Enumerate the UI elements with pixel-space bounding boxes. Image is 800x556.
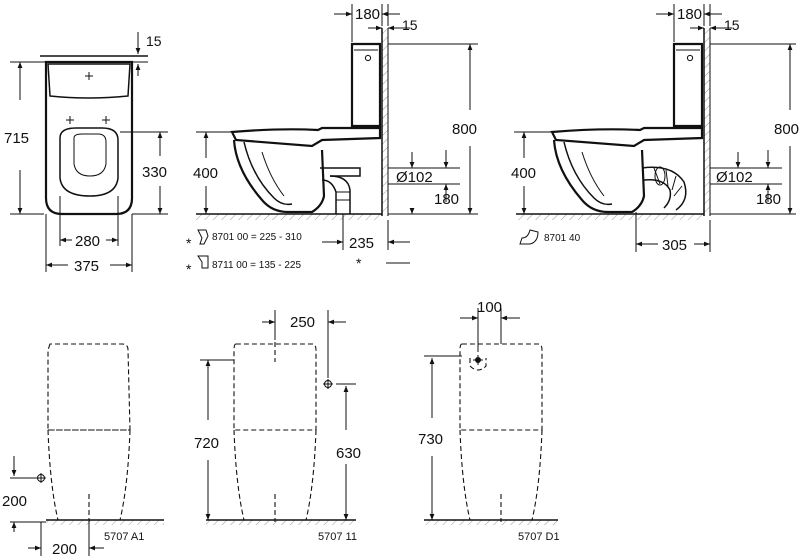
side-a-note-2: 8711 00 = 135 - 225 xyxy=(212,260,301,271)
side-view-b: 180 15 800 400 Ø102 180 305 8701 40 xyxy=(511,4,799,254)
fixing-point-icon xyxy=(66,72,110,124)
d1-body-height-label: 730 xyxy=(418,431,443,448)
back-view-a1: 200 200 5707 A1 xyxy=(2,343,164,556)
side-b-wall-gap-label: 15 xyxy=(724,17,740,33)
top-depth-label: 715 xyxy=(4,130,29,147)
top-view: 15 715 330 280 xyxy=(4,32,168,275)
top-clearance-label: 15 xyxy=(146,33,162,49)
side-a-outlet-distance-label: 235 xyxy=(349,235,374,252)
top-overall-width-label: 375 xyxy=(74,258,99,275)
side-a-wall-gap-label: 15 xyxy=(402,17,418,33)
side-view-a: 180 15 800 400 Ø102 180 235 * xyxy=(186,4,478,277)
top-seat-offset-label: 330 xyxy=(142,164,167,181)
pipe-bend-icon xyxy=(519,229,539,245)
side-b-pipe-height-label: 180 xyxy=(756,191,781,208)
b11-top-width-label: 250 xyxy=(290,314,315,331)
a1-inlet-offset-label: 200 xyxy=(52,541,77,556)
side-a-seat-height-label: 400 xyxy=(193,165,218,182)
pipe-adapter-icon xyxy=(197,229,209,269)
side-b-seat-height-label: 400 xyxy=(511,165,536,182)
d1-product-code: 5707 D1 xyxy=(518,531,560,543)
side-a-cistern-depth-label: 180 xyxy=(355,6,380,23)
side-a-total-height-label: 800 xyxy=(452,121,477,138)
b11-body-height-label: 720 xyxy=(194,435,219,452)
side-b-pipe-diameter-label: Ø102 xyxy=(716,169,753,186)
side-b-cistern-depth-label: 180 xyxy=(677,6,702,23)
b11-product-code: 5707 11 xyxy=(318,531,357,543)
b11-inlet-height-label: 630 xyxy=(336,445,361,462)
side-a-pipe-height-label: 180 xyxy=(434,191,459,208)
side-b-outlet-distance-label: 305 xyxy=(662,237,687,254)
toilet-top-outline xyxy=(44,60,134,216)
back-view-d1: 100 730 5707 D1 xyxy=(418,299,560,543)
side-b-total-height-label: 800 xyxy=(774,121,799,138)
side-a-pipe-diameter-label: Ø102 xyxy=(396,169,433,186)
side-a-note-1: 8701 00 = 225 - 310 xyxy=(212,232,302,243)
back-view-11: 250 720 630 5707 11 xyxy=(194,310,361,543)
a1-inlet-height-label: 200 xyxy=(2,493,27,510)
d1-top-width-label: 100 xyxy=(477,299,502,316)
svg-text:*: * xyxy=(186,235,192,251)
side-b-note: 8701 40 xyxy=(544,233,581,244)
side-a-star: * xyxy=(356,255,362,271)
top-seat-width-label: 280 xyxy=(75,233,100,250)
svg-text:*: * xyxy=(186,261,192,277)
a1-product-code: 5707 A1 xyxy=(104,531,144,543)
